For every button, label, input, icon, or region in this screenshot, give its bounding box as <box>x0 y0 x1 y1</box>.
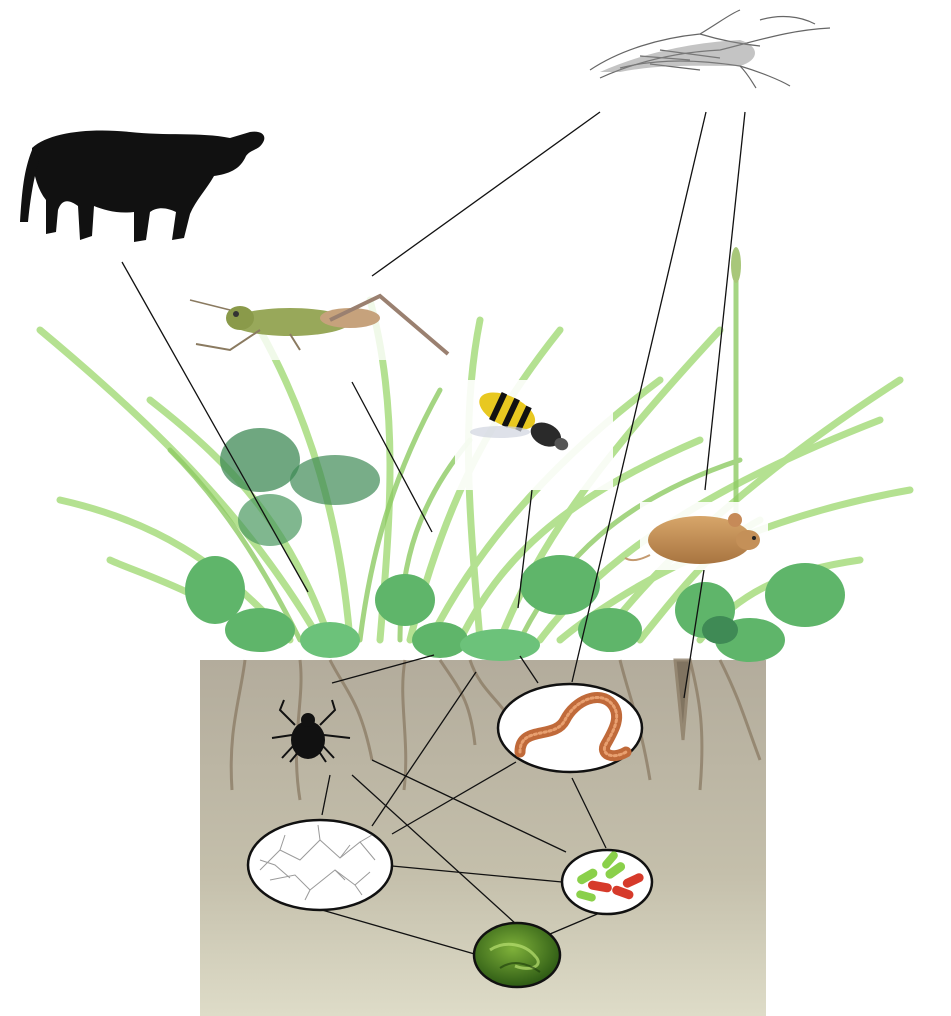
bacteria-icon <box>562 850 652 914</box>
link-hawk-grasshopper <box>372 112 600 276</box>
seed-head <box>731 247 741 283</box>
earthworm-icon <box>498 684 642 772</box>
link-hawk-mouse <box>705 112 745 490</box>
grasshopper-icon <box>185 290 450 360</box>
fungi-icon <box>248 820 392 910</box>
bee-icon <box>455 380 613 490</box>
cow-icon <box>20 131 264 242</box>
mouse-icon <box>625 502 768 570</box>
protozoa-icon <box>474 923 560 987</box>
